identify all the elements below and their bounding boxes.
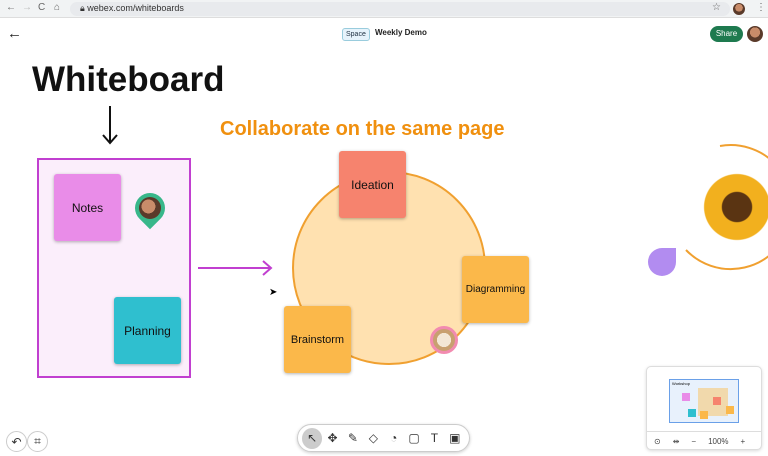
- sticky-ideation[interactable]: Ideation: [339, 151, 406, 218]
- sticky-brainstorm[interactable]: Brainstorm: [284, 306, 351, 373]
- reload-icon[interactable]: C: [38, 2, 46, 13]
- minimap-frame-label: Workshop: [672, 381, 690, 386]
- select-tool-icon[interactable]: ↖: [302, 427, 323, 449]
- image-tool-icon[interactable]: ▣: [449, 431, 461, 445]
- dog-avatar-marker: [430, 326, 458, 354]
- mouse-cursor-icon: ➤: [269, 287, 278, 298]
- sunflower-ring: [685, 144, 768, 271]
- minimap-notes: [682, 393, 690, 401]
- zoom-level: 100%: [708, 436, 729, 446]
- sticky-diagramming[interactable]: Diagramming: [462, 256, 529, 323]
- browser-menu-icon[interactable]: ⋮: [756, 2, 766, 13]
- url-text: webex.com/whiteboards: [87, 3, 184, 13]
- minimap-planning: [688, 409, 696, 417]
- pan-tool-icon[interactable]: ✥: [327, 431, 338, 445]
- undo-icon[interactable]: ↶: [6, 431, 27, 452]
- subtitle-text[interactable]: Collaborate on the same page: [220, 118, 505, 140]
- shapes-tool-icon[interactable]: ◔: [390, 431, 398, 445]
- pen-tool-icon[interactable]: ✎: [347, 431, 358, 445]
- connector-arrow: [198, 260, 273, 276]
- drawing-toolbar: ↖ ✥ ✎ ◇ ◔ ▢ T ▣: [297, 424, 470, 452]
- bookmark-star-icon[interactable]: ☆: [712, 2, 721, 13]
- purple-cursor-marker: [648, 248, 676, 276]
- sunflower-image[interactable]: [700, 170, 768, 244]
- lock-icon: 🔒︎: [80, 3, 88, 13]
- home-icon[interactable]: ⌂: [54, 2, 61, 13]
- sticky-note-tool-icon[interactable]: ▢: [408, 431, 420, 445]
- address-bar[interactable]: 🔒︎ webex.com/whiteboards: [70, 2, 730, 16]
- down-arrow: [102, 106, 118, 145]
- eraser-tool-icon[interactable]: ◇: [368, 431, 378, 445]
- minimap-brainstorm: [700, 411, 708, 419]
- whiteboard-name: Weekly Demo: [375, 28, 427, 37]
- minimap-viewport[interactable]: Workshop: [669, 379, 739, 423]
- profile-avatar[interactable]: [733, 3, 745, 15]
- sticky-notes[interactable]: Notes: [54, 174, 121, 241]
- back-icon[interactable]: ←: [6, 2, 16, 13]
- share-button[interactable]: Share: [710, 26, 743, 42]
- minimap-toggle-icon[interactable]: ⊙: [654, 436, 661, 446]
- browser-bar: ← → C ⌂ 🔒︎ webex.com/whiteboards ☆ ⋮: [0, 0, 768, 18]
- sticky-planning[interactable]: Planning: [114, 297, 181, 364]
- forward-icon[interactable]: →: [22, 2, 32, 13]
- grid-icon[interactable]: ⌗: [27, 431, 48, 452]
- user-avatar[interactable]: [747, 26, 763, 42]
- zoom-in-button[interactable]: +: [740, 436, 746, 446]
- minimap-panel[interactable]: Workshop ⊙ ⇹ − 100% +: [646, 366, 762, 450]
- back-arrow-icon[interactable]: ←: [7, 25, 22, 42]
- zoom-out-button[interactable]: −: [691, 436, 697, 446]
- minimap-ideation: [713, 397, 721, 405]
- fit-to-screen-icon[interactable]: ⇹: [672, 436, 680, 446]
- text-tool-icon[interactable]: T: [430, 431, 439, 445]
- space-badge[interactable]: Space: [342, 28, 370, 41]
- whiteboard-title-text[interactable]: Whiteboard: [32, 60, 225, 99]
- minimap-diagramming: [726, 406, 734, 414]
